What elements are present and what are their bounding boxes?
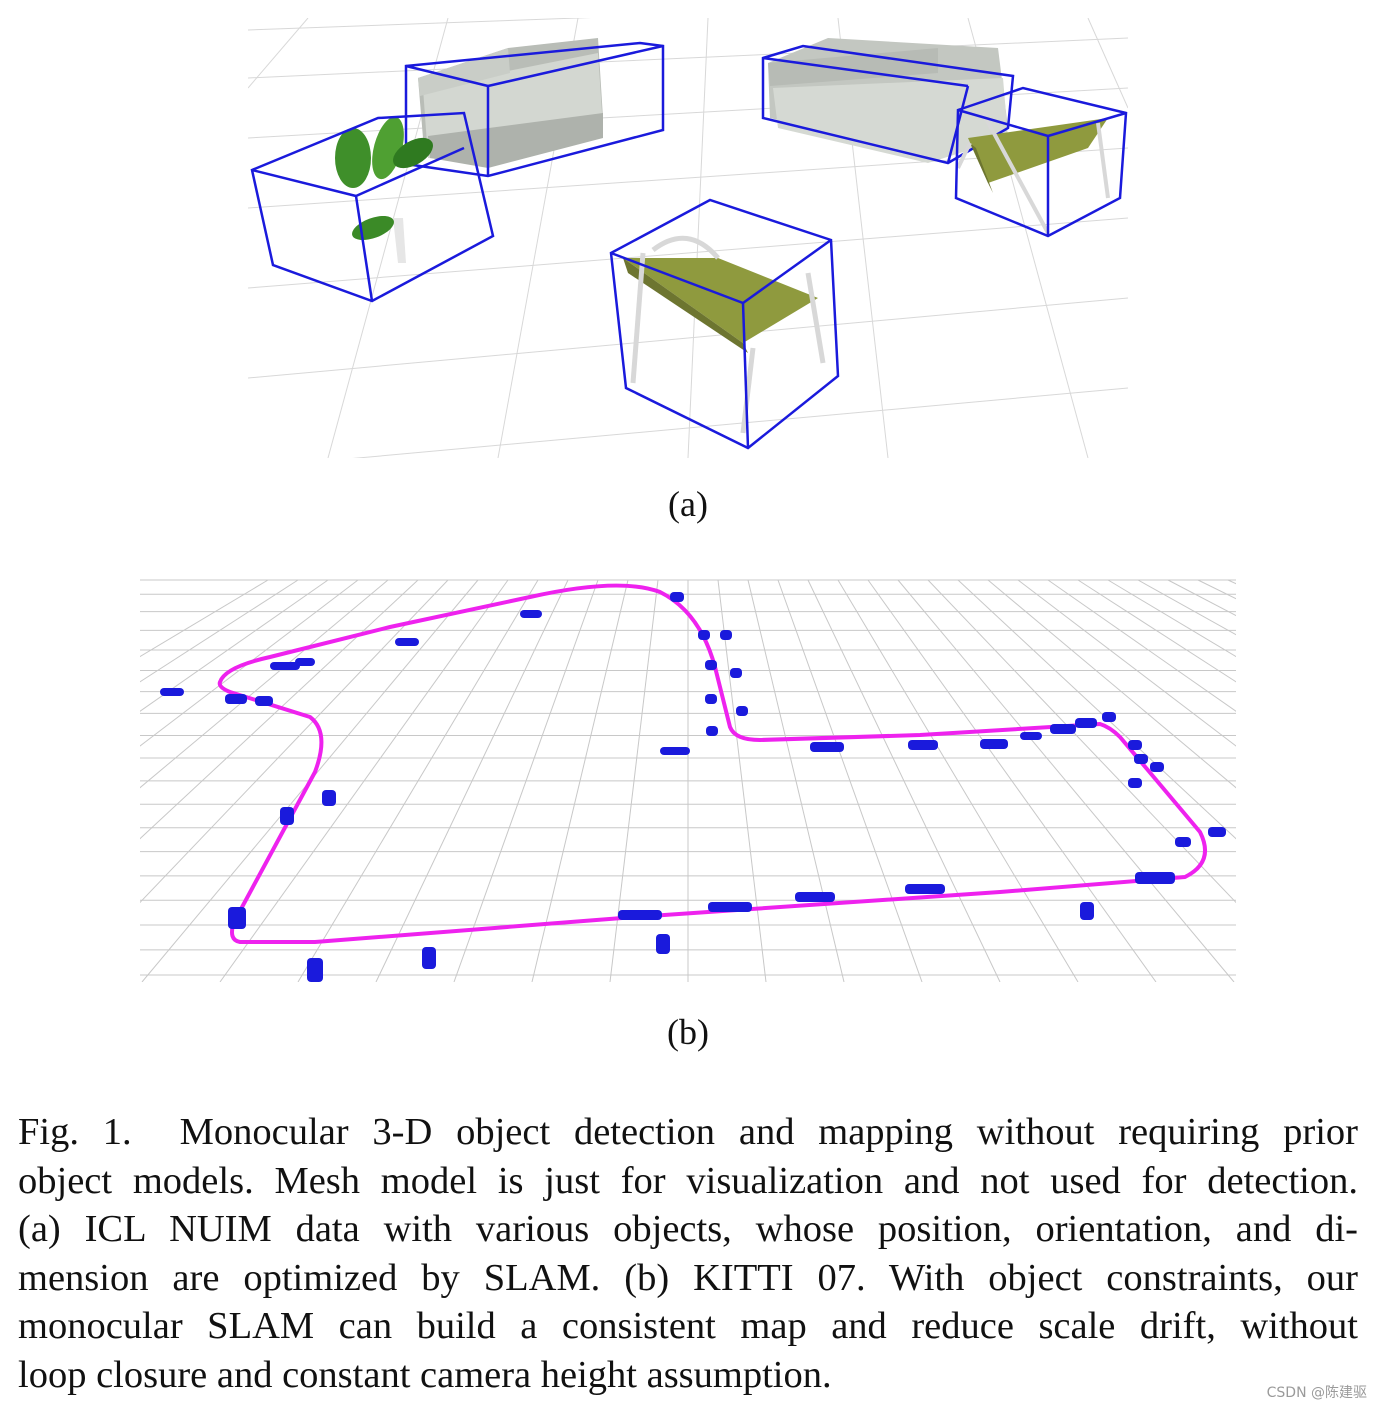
grid-line <box>531 579 629 982</box>
ground-grid <box>140 579 1236 982</box>
grid-line <box>140 579 269 658</box>
car-icon <box>160 688 184 696</box>
car-icon <box>270 662 300 670</box>
subfigure-a-label: (a) <box>668 484 708 524</box>
caption-line-1: Fig. 1. Monocular 3-D object detection an… <box>18 1108 1358 1157</box>
grid-line <box>140 579 449 904</box>
car-icon <box>228 907 246 929</box>
car-icon <box>706 726 718 736</box>
car-icon <box>1050 724 1076 734</box>
kitti-07-map <box>140 579 1236 982</box>
caption-line-6: loop closure and constant camera height … <box>18 1353 832 1396</box>
car-icon <box>1134 754 1148 764</box>
watermark: CSDN @陈建驱 <box>1266 1385 1367 1401</box>
grid-line <box>375 579 569 982</box>
car-icon <box>422 947 436 969</box>
car-icon <box>810 742 844 752</box>
car-icon <box>720 630 732 640</box>
car-icon <box>705 694 717 704</box>
car-detections <box>160 592 1226 982</box>
car-icon <box>656 934 670 954</box>
grid-line <box>140 579 299 683</box>
grid-line <box>927 579 1236 904</box>
car-icon <box>225 694 247 704</box>
grid-line <box>297 579 539 982</box>
chair-center <box>623 235 826 434</box>
caption-line-5: monocular SLAM can build a consistent ma… <box>18 1305 1358 1348</box>
car-icon <box>1075 718 1097 728</box>
car-icon <box>795 892 835 902</box>
grid-line <box>807 579 1001 982</box>
bounding-box-plant <box>250 111 495 303</box>
grid-line <box>777 579 923 982</box>
grid-line <box>987 579 1236 789</box>
grid-line <box>1017 579 1236 747</box>
caption-line-2: object models. Mesh model is just for vi… <box>18 1159 1358 1202</box>
grid-line <box>897 579 1235 982</box>
car-icon <box>1020 732 1042 740</box>
car-icon <box>736 706 748 716</box>
grid-line <box>747 579 845 982</box>
bounding-box-chair-right <box>954 86 1128 238</box>
caption-line-3: (a) ICL NUIM data with various objects, … <box>18 1208 1358 1251</box>
grid-line <box>1107 579 1236 658</box>
car-icon <box>980 739 1008 749</box>
chair-right <box>956 112 1110 234</box>
car-icon <box>307 958 323 982</box>
car-icon <box>708 902 752 912</box>
figure-caption: Fig. 1. Monocular 3-D object detection an… <box>18 1108 1358 1400</box>
subfigure-b-label: (b) <box>667 1012 709 1052</box>
grid-line <box>717 579 767 982</box>
car-icon <box>908 740 938 750</box>
grid-line <box>1047 579 1236 712</box>
car-icon <box>295 658 315 666</box>
car-icon <box>1128 740 1142 750</box>
grid-line <box>140 579 419 840</box>
car-icon <box>255 696 273 706</box>
grid-line <box>453 579 599 982</box>
plant <box>335 116 433 263</box>
car-icon <box>395 638 419 646</box>
car-icon <box>1175 837 1191 847</box>
figure-panel-a <box>248 18 1128 458</box>
car-icon <box>698 630 710 640</box>
grid-line <box>957 579 1236 840</box>
grid-line <box>867 579 1157 982</box>
caption-figure-label: Fig. 1. <box>18 1111 132 1153</box>
grid-line <box>837 579 1079 982</box>
caption-line-4: mension are optimized by SLAM. (b) KITTI… <box>18 1256 1358 1299</box>
trajectory <box>217 583 1207 944</box>
car-icon <box>1150 762 1164 772</box>
grid-line <box>219 579 509 982</box>
car-icon <box>1128 778 1142 788</box>
car-icon <box>618 910 662 920</box>
caption-text-1: Monocular 3-D object detection and mappi… <box>179 1111 1358 1153</box>
car-icon <box>280 807 294 825</box>
grid-line <box>140 579 359 747</box>
sofa-left <box>418 38 603 168</box>
car-icon <box>322 790 336 806</box>
car-icon <box>905 884 945 894</box>
car-icon <box>1208 827 1226 837</box>
car-icon <box>520 610 542 618</box>
car-icon <box>1102 712 1116 722</box>
car-icon <box>670 592 684 602</box>
icl-nuim-scene <box>248 18 1128 458</box>
car-icon <box>1135 872 1175 884</box>
car-icon <box>1080 902 1094 920</box>
figure-panel-b <box>140 572 1236 982</box>
car-icon <box>730 668 742 678</box>
bounding-box-chair-center <box>609 198 840 450</box>
car-icon <box>660 747 690 755</box>
grid-line <box>140 579 329 712</box>
grid-line <box>1077 579 1236 683</box>
car-icon <box>705 660 717 670</box>
